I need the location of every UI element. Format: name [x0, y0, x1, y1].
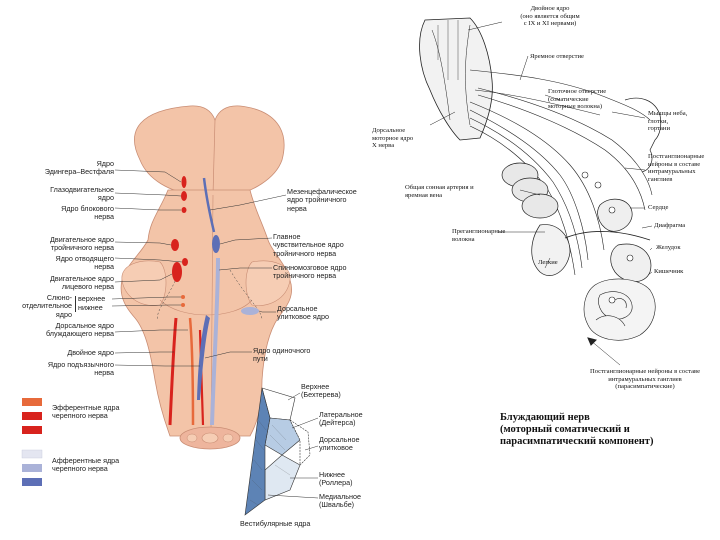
vagus-heart	[597, 198, 633, 232]
motor-trigeminal-nucleus	[171, 239, 179, 251]
legend-afferent-swatch-3	[22, 478, 42, 486]
abducens-nucleus	[182, 258, 188, 266]
label-vestibular-dorsal-cochlear: Дорсальное улитковое	[319, 435, 360, 453]
label-heart: Сердце	[648, 204, 669, 211]
legend-efferent-swatch-1	[22, 398, 42, 406]
vestibular-dorsal-cochlear-region	[289, 419, 311, 466]
label-nucleus-ambiguus: Двойное ядро	[67, 348, 114, 357]
vagus-brainstem	[419, 17, 493, 141]
label-dorsal-cochlear: Дорсальное улитковое ядро	[277, 304, 329, 322]
label-palate-muscles: Мышцы неба, глотки, гортани	[648, 110, 688, 133]
label-pharyngeal-opening: Глоточное отверстие (соматические моторн…	[548, 88, 607, 111]
label-oculomotor: Глазодвигательное ядро	[50, 185, 114, 203]
brainstem-upper-lobes	[134, 105, 285, 196]
nucleus-ambiguus	[168, 317, 178, 426]
label-facial-motor: Двигательное ядро лицевого нерва	[50, 274, 114, 292]
right-leader-lines	[204, 194, 287, 359]
legend-efferent-swatch-2	[22, 412, 42, 420]
legend-afferent-label: Афферентные ядра черепного нерва	[52, 456, 120, 474]
vagus-stomach	[610, 243, 652, 283]
vagus-lungs	[531, 224, 571, 276]
left-leader-lines	[111, 169, 200, 367]
spinal-trigeminal-nucleus	[210, 257, 220, 426]
edinger-westphal-nucleus	[181, 176, 187, 188]
vagus-title: Блуждающий нерв (моторный соматический и…	[500, 412, 654, 447]
dorsal-cochlear-nucleus	[241, 307, 259, 315]
label-intestine: Кишечник	[654, 268, 684, 275]
brainstem-illustration	[120, 105, 293, 450]
legend-afferent-swatch-1	[21, 449, 43, 459]
label-vestibular-lower: Нижнее (Роллера)	[319, 470, 353, 488]
legend-efferent-label: Эфферентные ядра черепного нерва	[52, 403, 120, 421]
label-solitary-nucleus: Ядро одиночного пути	[253, 346, 311, 364]
legend-efferent-swatch-3	[22, 426, 42, 434]
label-salivatory-upper: верхнее	[78, 294, 106, 303]
label-stomach: Желудок	[656, 244, 681, 251]
label-vestibular-medial: Медиальное (Швальбе)	[319, 492, 362, 510]
label-spinal-trigeminal: Спинномозговое ядро тройничного нерва	[273, 263, 347, 281]
label-postganglionic-top: Постганглионарные нейроны в составе интр…	[648, 153, 705, 183]
label-salivatory-lower: нижнее	[78, 303, 103, 312]
mesencephalic-trigeminal-nucleus	[202, 177, 216, 233]
label-lungs: Легкие	[538, 259, 558, 266]
vestibular-medial-region	[244, 387, 271, 516]
label-mesencephalic-trigeminal: Мезенцефалическое ядро тройничного нерва	[287, 187, 357, 213]
label-vestibular-lateral: Латеральное (Дейтерса)	[319, 410, 363, 428]
vestibular-nuclei-diagram	[244, 387, 319, 516]
label-motor-trigeminal: Двигательное ядро тройничного нерва	[50, 235, 114, 253]
vagus-diaphragm	[564, 231, 651, 241]
label-vestibular-upper: Верхнее (Бехтерева)	[301, 382, 341, 400]
label-diaphragm: Диафрагма	[654, 222, 686, 229]
label-preganglionic: Преганглионарные волокна	[452, 228, 506, 243]
oculomotor-nucleus	[181, 191, 187, 201]
salivatory-bracket	[75, 296, 78, 312]
upper-salivatory-nucleus	[181, 295, 185, 299]
label-jugular-foramen: Яремное отверстие	[530, 53, 584, 60]
label-carotid-jugular: Общая сонная артерия и яремная вена	[405, 184, 474, 199]
solitary-tract-nucleus	[197, 315, 210, 400]
lower-salivatory-nucleus	[181, 303, 185, 307]
trochlear-nucleus	[181, 207, 187, 213]
vagus-illustration	[419, 17, 662, 366]
vestibular-lower-region	[264, 454, 301, 501]
label-dorsal-motor-nucleus: Дорсальное моторное ядро X нерва	[372, 127, 414, 150]
label-abducens: Ядро отводящего нерва	[55, 254, 114, 272]
legend-swatches	[21, 398, 43, 486]
label-dorsal-vagus: Дорсальное ядро блуждающего нерва	[45, 321, 114, 339]
label-edinger-westphal: Ядро Эдингера–Вестфаля	[44, 159, 114, 177]
label-vagus-ambiguus: Двойное ядро (оно является общим с IX и …	[520, 5, 580, 28]
vagus-head-profile	[624, 97, 662, 173]
label-principal-sensory-trigeminal: Главное чувствительное ядро тройничного …	[273, 232, 344, 258]
label-postganglionic-bottom: Постганглионарные нейроны в составе интр…	[589, 368, 701, 391]
legend-afferent-swatch-2	[22, 464, 42, 472]
vagus-intestines	[583, 278, 656, 341]
dorsal-vagus-nucleus	[188, 317, 195, 426]
label-hypoglossal: Ядро подъязычного нерва	[47, 360, 114, 378]
principal-sensory-nucleus	[212, 235, 220, 253]
vestibular-caption: Вестибулярные ядра	[240, 519, 311, 528]
facial-motor-nucleus	[172, 262, 182, 282]
label-salivatory: Слюно- отделительное ядро	[22, 293, 72, 319]
label-trochlear: Ядро блокового нерва	[61, 204, 114, 222]
afferent-nuclei	[197, 177, 259, 426]
